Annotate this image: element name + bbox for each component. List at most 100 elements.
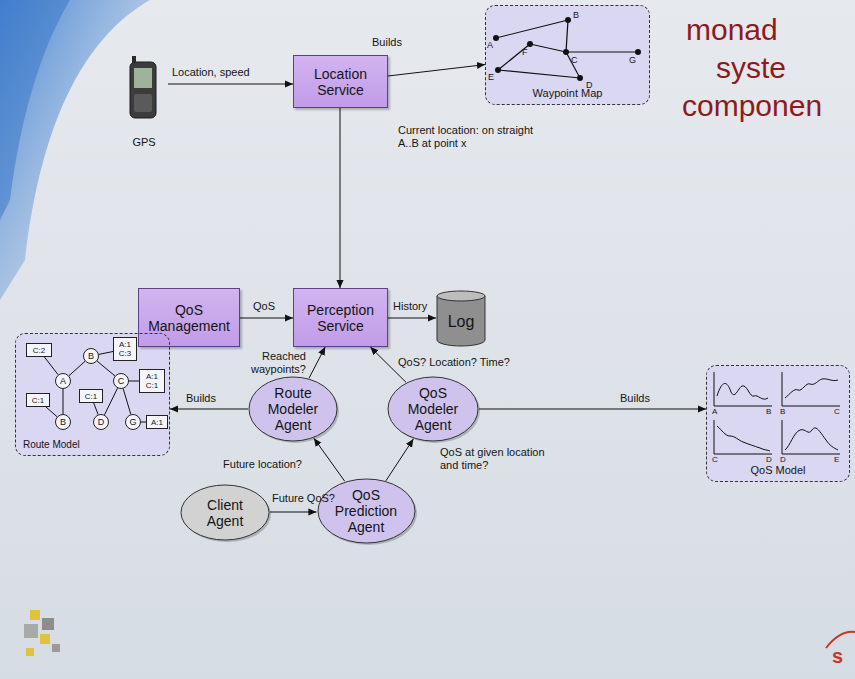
connector [69,361,85,375]
point-label: A [712,407,717,416]
logo [24,610,60,656]
connector [99,352,113,355]
node-text: B [60,417,66,427]
corner-swoosh [0,0,70,220]
agent-ellipse: Route Modeler Agent [248,376,338,442]
edge-label: QoS [253,300,275,313]
edge-label: Location, speed [172,66,250,79]
point-label: A [487,40,493,50]
point-label: D [586,80,593,90]
map-fill [485,5,650,105]
point-label: F [522,47,528,57]
count-box: C:1 [26,393,50,407]
point-label: C [834,407,840,416]
connector [170,409,248,410]
node-text: C:2 [33,346,45,355]
edge-label: History [393,300,427,313]
node-text: G [129,417,136,427]
title-fragment: s [832,645,843,668]
connector [479,409,706,410]
connector [168,84,293,85]
node-text: Log [448,313,475,331]
connector [46,407,57,417]
count-box: A:1 [146,415,168,429]
node-text: Route Model [23,439,80,450]
tree-node: D [93,414,109,430]
connector [123,389,131,415]
connector [240,318,293,319]
title-fragment: componen [682,88,822,123]
route-model-fill [15,333,170,456]
tree-node: A [55,373,71,389]
log-store: Log [436,290,486,346]
node-text: C:1 [32,396,44,405]
connector [388,318,436,319]
node-text: Client Agent [199,497,251,529]
node-text: C [118,376,125,386]
node-text: A:1 [151,418,163,427]
edge-label: Reached waypoints? [234,350,306,376]
model-panel: QoS Model [706,365,850,482]
edge-label: QoS at given location and time? [440,446,550,472]
node-text: Perception Service [299,302,383,334]
point-label: G [629,55,636,65]
count-box: C:2 [26,343,52,357]
service-box: Perception Service [293,288,388,347]
service-box: Location Service [293,55,388,108]
point-label: C [712,455,718,464]
agent-ellipse: QoS Modeler Agent [387,376,479,442]
point-label: C [571,55,578,65]
qos-charts [714,372,840,454]
connector [309,347,325,378]
point-label: E [488,72,494,82]
count-box: C:1 [79,389,103,403]
title-fragment: monad [686,12,778,47]
count-box: A:1 C:1 [139,369,165,393]
node-text: QoS Model [707,464,849,476]
connector [386,439,414,481]
node-text: A [60,376,66,386]
edge-label: QoS? Location? Time? [398,356,510,369]
count-box: A:1 C:3 [113,337,137,361]
edge-label: Builds [186,392,216,405]
node-text: D [98,417,105,427]
edge-label: Builds [620,392,650,405]
connector [97,361,115,376]
connector [340,108,341,288]
connector [314,438,345,481]
point-label: B [573,10,579,20]
point-label: E [834,455,839,464]
connector [63,389,64,414]
node-text: QoS Modeler Agent [402,385,464,433]
service-box: QoS Management [138,288,240,347]
node-text: GPS [120,136,168,148]
point-label: B [766,407,771,416]
node-text: QoS Prediction Agent [331,487,401,535]
edge-label: Builds [372,36,402,49]
tree-node: B [83,348,99,364]
point-label: B [780,407,785,416]
client-ellipse: Client Agent [180,484,270,541]
connector [94,403,98,415]
qos-model-fill [706,365,850,482]
node-text: QoS Management [143,302,235,334]
corner-swoosh [0,0,150,300]
connector [270,512,317,513]
edge-label: Future location? [212,458,302,471]
node-text: B [88,351,94,361]
node-text: Route Modeler Agent [262,385,324,433]
connector [388,65,485,76]
point-label: D [780,455,786,464]
gps-device: GPS [120,60,168,148]
map-panel: Waypoint Map [485,5,650,105]
waypoint-dots [493,17,641,81]
point-label: D [766,455,772,464]
connector [44,357,58,375]
node-text: C:1 [85,392,97,401]
tree-node: B [55,414,71,430]
node-text: A:1 C:1 [143,372,161,390]
connector [129,381,139,382]
node-text: Location Service [300,66,382,98]
tree-node: G [125,414,141,430]
edge-label: Future QoS? [272,492,335,505]
